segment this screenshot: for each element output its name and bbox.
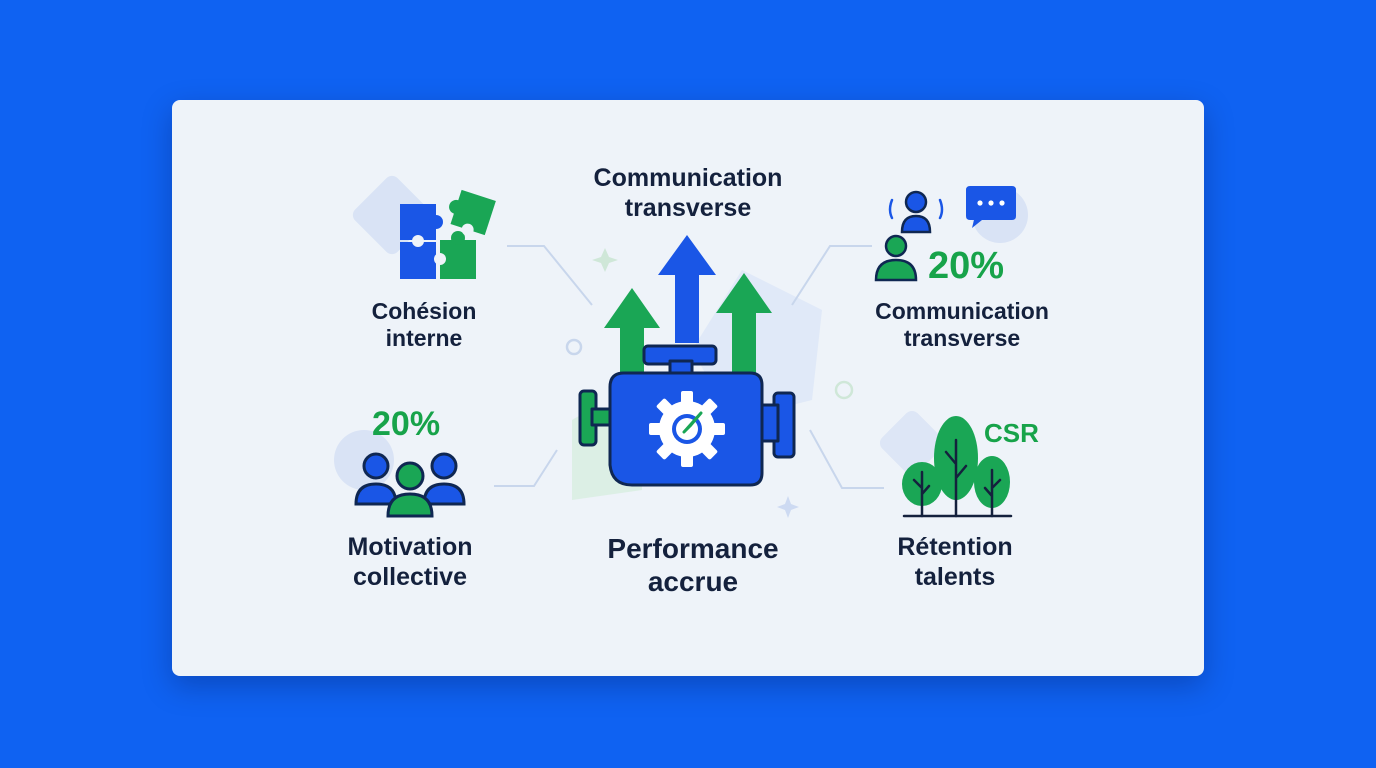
engine-gauge-icon xyxy=(578,235,796,487)
center-bottom-label: Performance accrue xyxy=(564,532,822,598)
connector-bottom-left xyxy=(494,449,558,487)
connector-top-right xyxy=(791,245,872,306)
node-bottom-left-label-line-2: collective xyxy=(353,562,467,591)
team-icon xyxy=(354,452,466,518)
center-top-label-line-1: Communication xyxy=(593,164,783,192)
decor-sparkle-2 xyxy=(777,496,799,518)
arrow-up-right xyxy=(716,273,772,383)
node-bottom-right-label: Rétention talents xyxy=(872,533,1038,592)
node-bottom-right-tag: CSR xyxy=(984,418,1039,448)
node-bottom-right-label-line-1: Rétention xyxy=(897,533,1013,561)
arrow-up-center xyxy=(658,235,716,343)
connector-top-left xyxy=(507,245,593,306)
people-chat-icon xyxy=(874,186,1016,282)
node-top-right-label-line-2: transverse xyxy=(903,325,1021,352)
center-bottom-label-line-1: Performance xyxy=(607,533,779,564)
node-top-right-value: 20% xyxy=(928,245,1005,287)
center-top-label: Communication transverse xyxy=(564,164,812,223)
center-bottom-label-line-2: accrue xyxy=(647,566,739,598)
node-bottom-left-label: Motivation collective xyxy=(322,533,498,592)
node-top-right-label-line-1: Communication xyxy=(875,298,1049,324)
decor-ring-1 xyxy=(565,338,583,356)
center-top-label-line-2: transverse xyxy=(624,193,752,222)
node-top-left-label-line-1: Cohésion xyxy=(371,298,477,324)
node-bottom-right-label-line-2: talents xyxy=(914,562,996,591)
trees-icon xyxy=(902,416,1013,518)
node-top-left-label-line-2: interne xyxy=(385,325,463,352)
node-bottom-left-label-line-1: Motivation xyxy=(347,533,473,561)
arrow-up-left xyxy=(604,288,660,383)
node-top-right-label: Communication transverse xyxy=(854,298,1070,352)
node-bottom-left-value: 20% xyxy=(372,405,441,443)
connector-bottom-right xyxy=(809,429,884,489)
diagram-card: Communication transverse Performance acc… xyxy=(172,100,1204,676)
node-top-left-label: Cohésion interne xyxy=(342,298,506,352)
decor-diamond-bottom-right xyxy=(879,410,945,476)
decor-sparkle-1 xyxy=(592,248,618,272)
decor-ring-2 xyxy=(834,380,854,400)
puzzle-icon xyxy=(400,189,496,279)
